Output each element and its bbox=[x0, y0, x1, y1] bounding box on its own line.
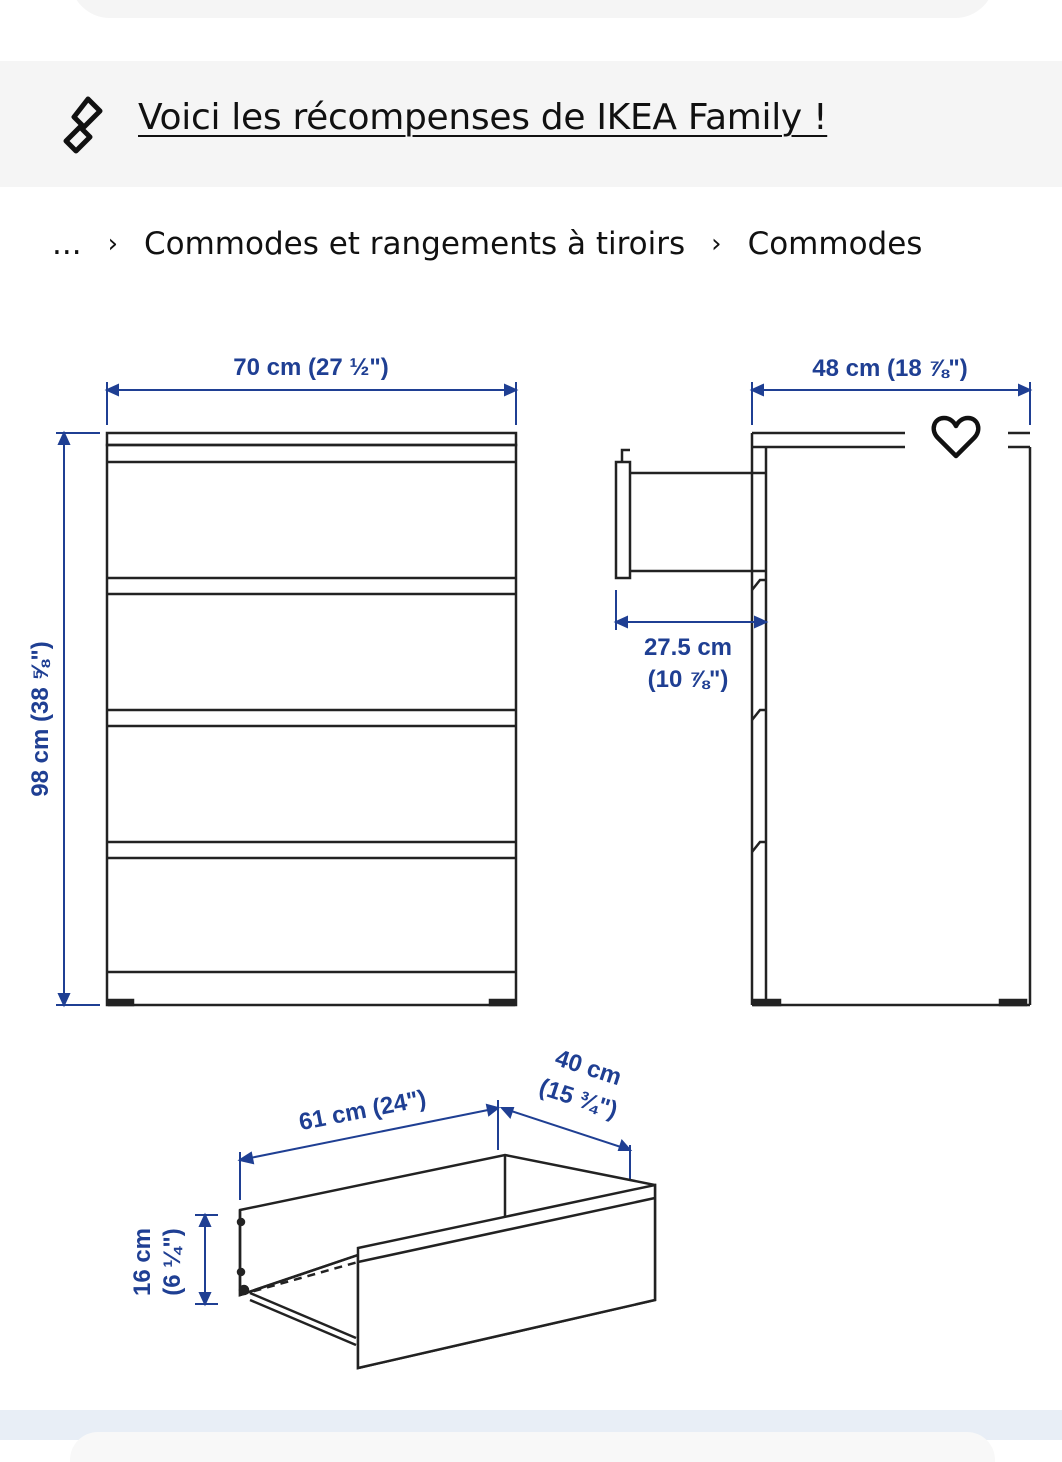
ikea-family-icon bbox=[63, 96, 103, 154]
heart-icon bbox=[931, 415, 981, 459]
favorite-button[interactable] bbox=[926, 410, 986, 464]
drawer-inner-width-label: 61 cm (24") bbox=[297, 1085, 429, 1136]
breadcrumb-item-chests-of-drawers[interactable]: Commodes bbox=[747, 226, 923, 262]
next-card-top bbox=[70, 1432, 995, 1462]
breadcrumb-separator: › bbox=[107, 229, 118, 259]
product-dimension-drawing: 70 cm (27 ½") 48 cm (18 ⅞") 98 cm (38 ⅝"… bbox=[27, 354, 1033, 1370]
ikea-family-promo-bar[interactable]: Voici les récompenses de IKEA Family ! bbox=[0, 61, 1062, 187]
breadcrumb-separator: › bbox=[711, 229, 722, 259]
height-label: 98 cm (38 ⅝") bbox=[27, 641, 54, 796]
breadcrumb: ... › Commodes et rangements à tiroirs ›… bbox=[52, 222, 922, 266]
ikea-family-rewards-link[interactable]: Voici les récompenses de IKEA Family ! bbox=[138, 97, 828, 138]
front-width-label: 70 cm (27 ½") bbox=[233, 354, 388, 381]
drawer-height-label-line1: 16 cm bbox=[129, 1228, 156, 1296]
drawer-extension-label-line1: 27.5 cm bbox=[644, 634, 732, 661]
breadcrumb-item-chests-and-drawer-storage[interactable]: Commodes et rangements à tiroirs bbox=[143, 226, 686, 262]
depth-label: 48 cm (18 ⅞") bbox=[812, 355, 967, 382]
breadcrumb-ellipsis[interactable]: ... bbox=[52, 226, 82, 262]
drawer-height-label-line2: (6 ¼") bbox=[159, 1228, 186, 1295]
previous-card-bottom bbox=[70, 0, 995, 18]
drawer-extension-label-line2: (10 ⅞") bbox=[648, 666, 729, 693]
